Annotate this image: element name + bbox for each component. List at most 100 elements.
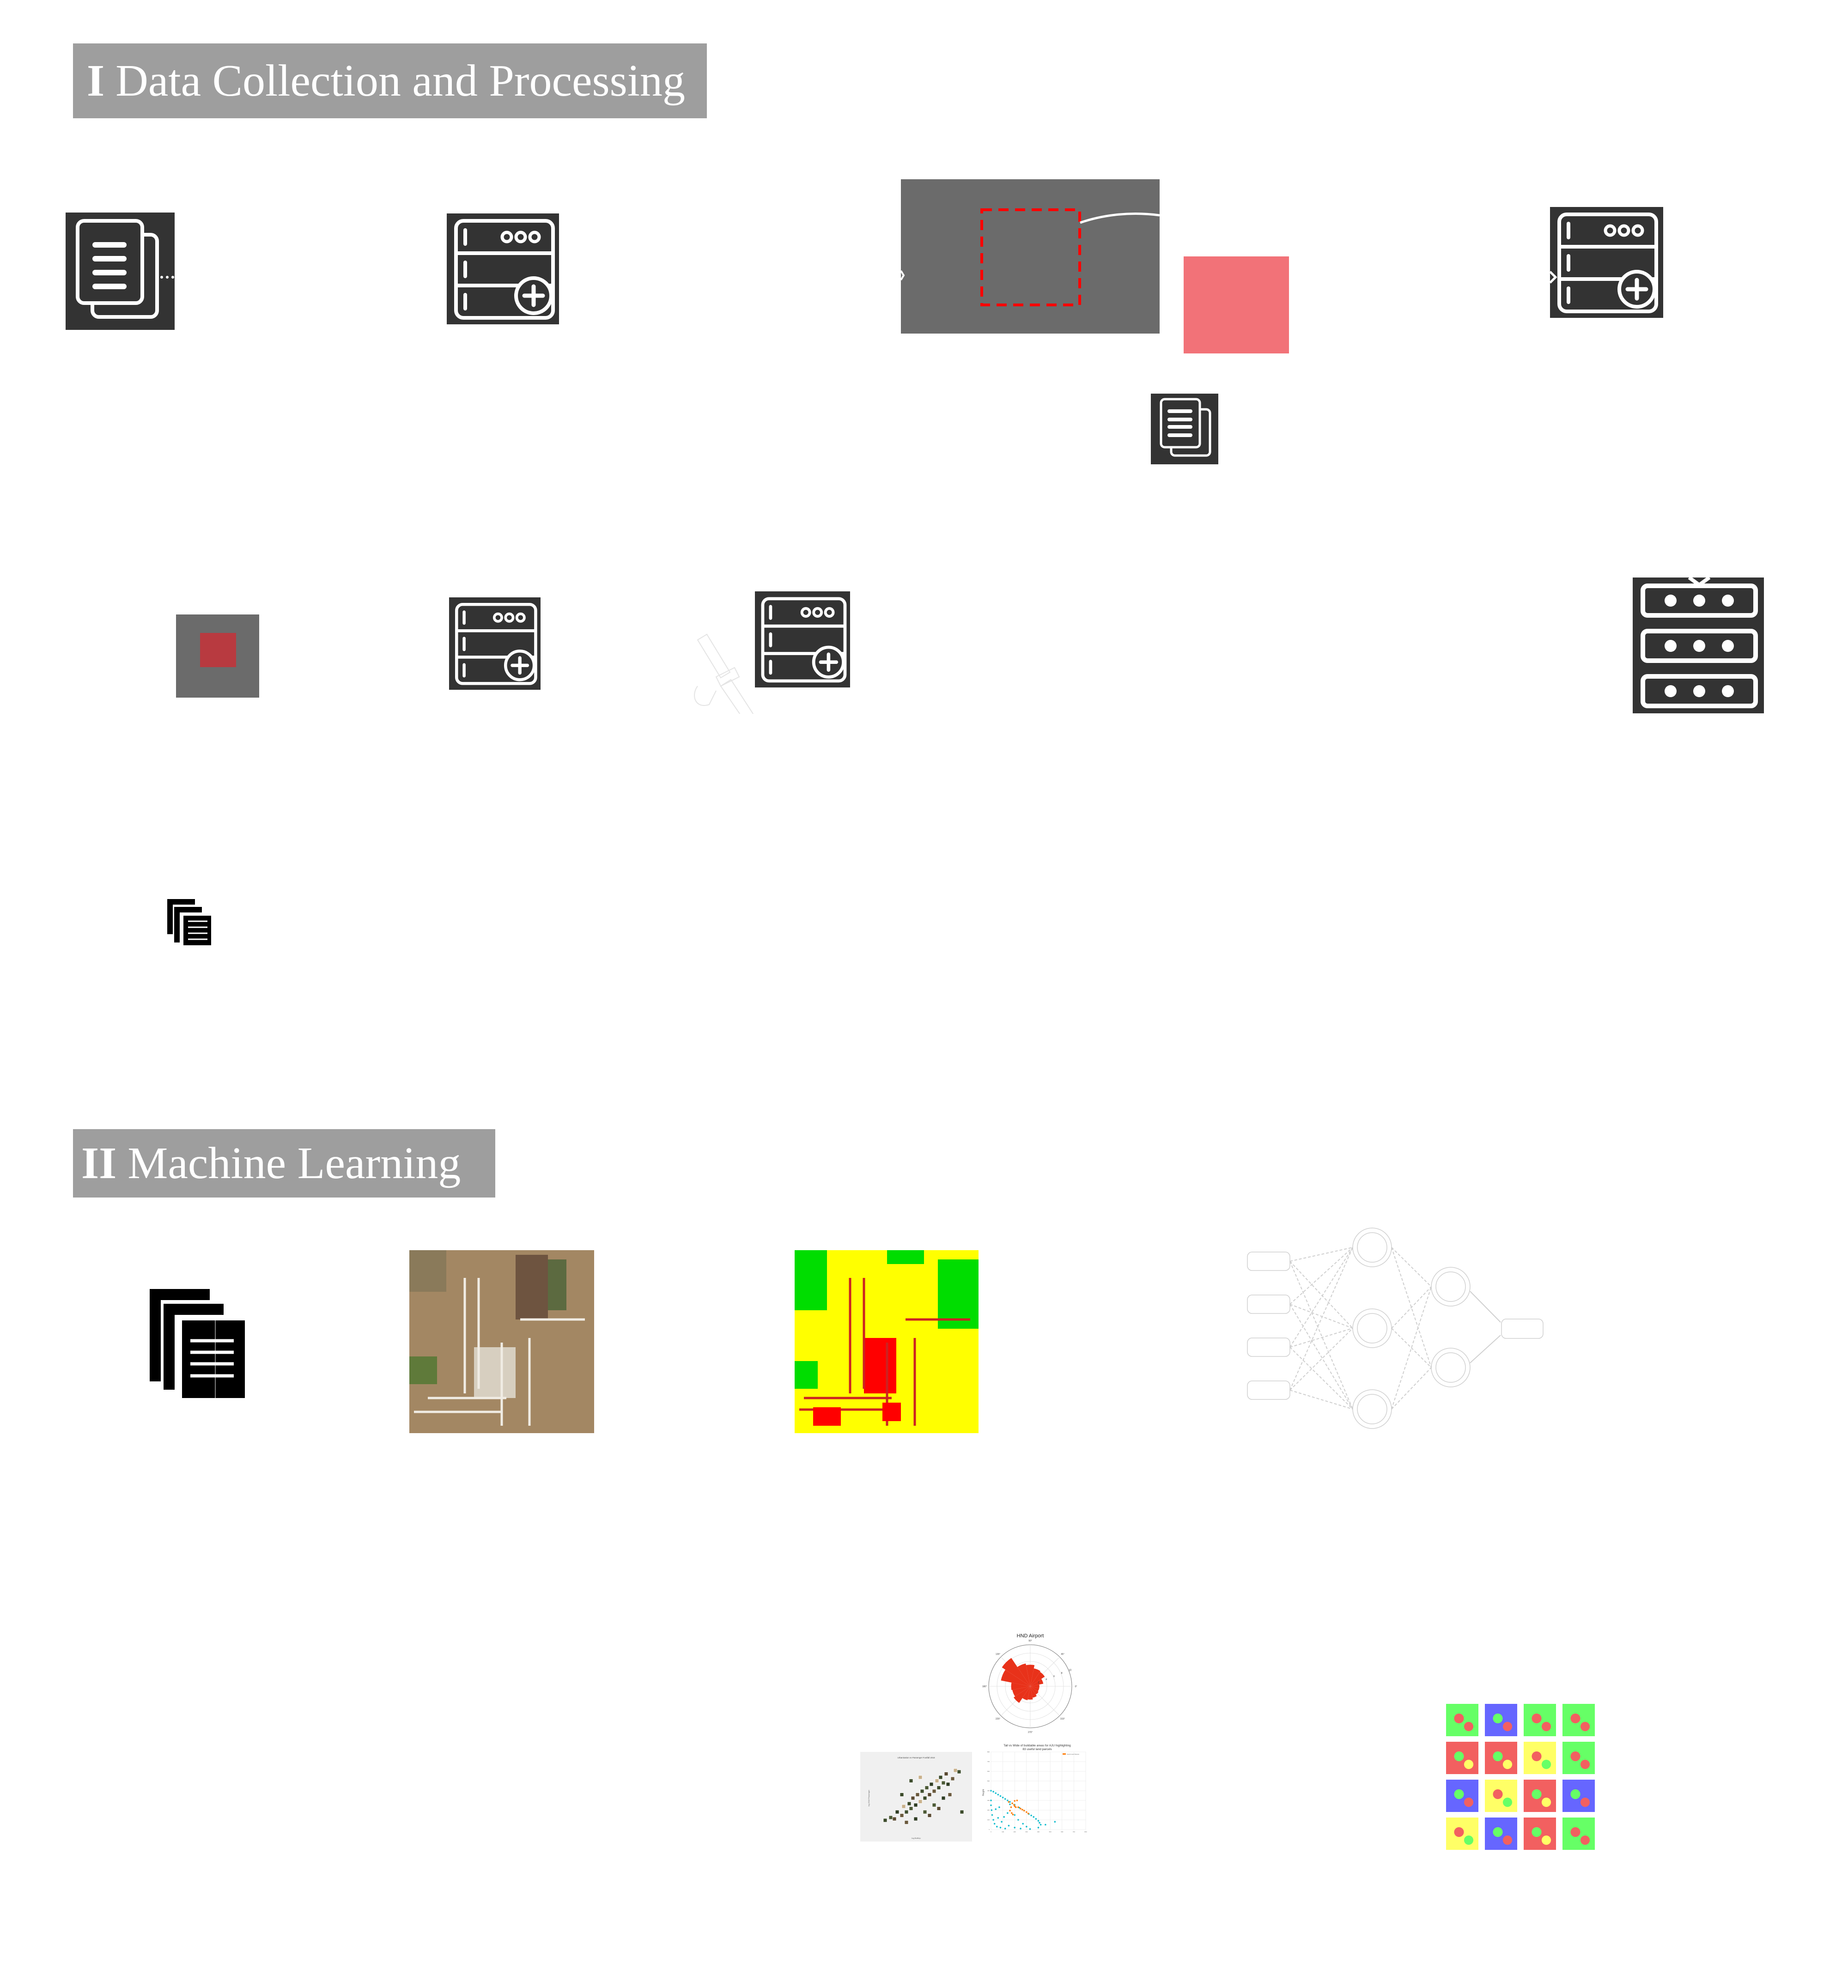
- tw-ylabel: Height: [982, 1789, 985, 1796]
- classified-tile: [1446, 1818, 1478, 1850]
- tw-point-useful: [1014, 1805, 1016, 1807]
- tw-xtick: 400: [1037, 1831, 1040, 1833]
- tw-point: [990, 1790, 992, 1792]
- polar-bar: [1027, 1686, 1033, 1700]
- tw-point: [995, 1808, 997, 1810]
- urb-point: [953, 1768, 958, 1773]
- tw-point: [999, 1827, 1002, 1829]
- urb-title: Urbanisation vs Passenger Footfall 2018: [897, 1757, 935, 1759]
- tw-point-useful: [1009, 1810, 1011, 1812]
- study-area-panel: [901, 179, 1160, 334]
- polar-angle-tick: 0°: [1075, 1685, 1077, 1688]
- nn-input-node: [1247, 1252, 1290, 1271]
- urb-point: [895, 1810, 900, 1814]
- polar-chart: HND Airport 0°45°90°135°180°225°270°315°…: [982, 1631, 1079, 1737]
- nn-hidden-node: [1431, 1267, 1471, 1307]
- polar-angle-tick: 135°: [996, 1653, 1000, 1656]
- polar-bar: [1002, 1658, 1030, 1686]
- urb-point: [901, 1804, 906, 1809]
- tw-xtick: 600: [1061, 1831, 1063, 1833]
- classified-tile: [1485, 1742, 1517, 1774]
- tw-xtick: 200: [1014, 1831, 1016, 1833]
- tw-point: [998, 1806, 1000, 1808]
- tw-point-useful: [1015, 1806, 1017, 1808]
- urb-point: [944, 1772, 948, 1776]
- nn-output-node: [1501, 1319, 1544, 1339]
- classified-tile: [1562, 1704, 1595, 1736]
- urb-point: [960, 1810, 964, 1814]
- urb-point: [918, 1775, 923, 1780]
- server-rack-icon: [1633, 578, 1764, 713]
- classified-tile: [1524, 1818, 1556, 1850]
- nn-hidden-node: [1352, 1389, 1392, 1429]
- processed-tile-core: [200, 633, 236, 667]
- urb-point: [927, 1813, 932, 1818]
- tw-point-useful: [1014, 1800, 1016, 1802]
- tw-point: [1003, 1816, 1005, 1818]
- tw-point: [990, 1804, 992, 1806]
- tw-point: [991, 1814, 993, 1816]
- section-header-data-collection: I Data Collection and Processing: [73, 43, 707, 118]
- polar-bar: [1026, 1665, 1035, 1686]
- tw-point-useful: [1027, 1812, 1029, 1815]
- tw-ytick: 100: [987, 1819, 990, 1821]
- tw-ytick: 500: [987, 1780, 990, 1782]
- urb-xlabel: log BuiltUp: [912, 1837, 921, 1839]
- tw-point: [1002, 1796, 1004, 1799]
- section-header-machine-learning: II Machine Learning: [73, 1129, 495, 1198]
- urb-point: [883, 1818, 888, 1823]
- urb-ylabel: log 2018 Passenger: [868, 1790, 870, 1806]
- tw-point: [1007, 1800, 1009, 1801]
- tw-ytick: 300: [987, 1800, 990, 1801]
- tw-ytick: 700: [987, 1761, 990, 1763]
- tw-point-useful: [1021, 1809, 1023, 1811]
- tw-point: [1001, 1821, 1003, 1823]
- urb-point: [904, 1820, 909, 1824]
- nn-input-node: [1247, 1380, 1290, 1400]
- polar-bar: [1022, 1686, 1030, 1701]
- classified-tile: [1446, 1704, 1478, 1736]
- tw-point: [1029, 1828, 1031, 1830]
- server-add-icon: [1550, 207, 1663, 318]
- urb-point: [938, 1775, 943, 1780]
- tw-point-useful: [1011, 1812, 1013, 1814]
- tw-xtick: 700: [1073, 1831, 1075, 1833]
- urb-point: [888, 1815, 893, 1820]
- urb-point: [911, 1796, 915, 1800]
- section-numeral: II: [81, 1138, 117, 1188]
- urb-point: [941, 1796, 946, 1800]
- polar-title: HND Airport: [1017, 1633, 1044, 1639]
- tw-point: [1017, 1819, 1019, 1821]
- section-numeral: I: [87, 56, 105, 106]
- tw-xtick: 800: [1084, 1831, 1087, 1833]
- tw-point: [990, 1800, 992, 1801]
- tw-xtick: 300: [1025, 1831, 1027, 1833]
- tw-legend-label: Useful Land Parcels: [1067, 1753, 1079, 1755]
- polar-angle-tick: 315°: [1060, 1718, 1065, 1721]
- tw-point: [992, 1819, 994, 1821]
- classified-tile: [1446, 1780, 1478, 1812]
- tw-point: [1022, 1823, 1024, 1825]
- polar-bar: [1011, 1682, 1030, 1690]
- tw-point-useful: [1017, 1806, 1019, 1808]
- urb-point: [927, 1793, 932, 1797]
- polar-radial-tick: 8: [1061, 1672, 1063, 1675]
- classified-tile: [1485, 1780, 1517, 1812]
- tw-legend-swatch: [1063, 1753, 1066, 1755]
- files-icon: [150, 1289, 247, 1398]
- urb-point: [920, 1789, 924, 1793]
- urb-point: [936, 1806, 941, 1811]
- urb-point: [892, 1817, 897, 1821]
- urb-point: [913, 1803, 918, 1807]
- tw-point: [1014, 1814, 1016, 1816]
- documents-icon: [1151, 394, 1218, 464]
- server-add-icon: [447, 213, 559, 324]
- urb-point: [900, 1793, 904, 1797]
- urb-point: [936, 1786, 941, 1790]
- tw-point: [997, 1793, 999, 1796]
- tw-point: [1033, 1816, 1035, 1818]
- tw-point: [1040, 1824, 1042, 1826]
- tw-point: [992, 1791, 994, 1793]
- tw-point-useful: [1016, 1800, 1018, 1801]
- polar-bar: [1030, 1678, 1044, 1686]
